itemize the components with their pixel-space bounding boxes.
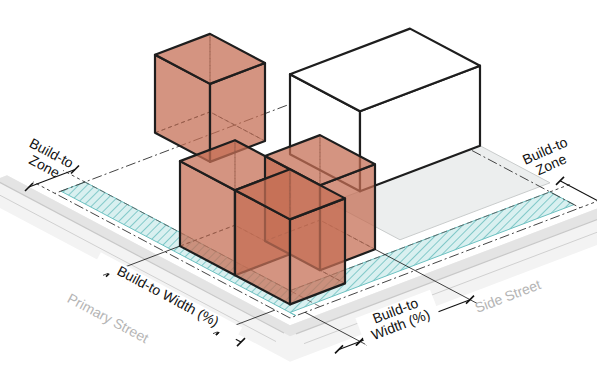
existing-building-face (290, 29, 480, 112)
upper-massing-face (155, 34, 265, 84)
extension-line (550, 184, 572, 192)
dimension-line (560, 181, 597, 205)
dimension-line-tick (556, 177, 564, 185)
extension-line (580, 199, 597, 207)
dimension-line-tick (237, 338, 245, 346)
massing-block (235, 169, 345, 304)
dimension-line-tick (335, 345, 343, 353)
massing-block-face (235, 169, 345, 219)
zone-label: Build-to Zone (10, 131, 86, 190)
extension-line (63, 170, 85, 182)
zone-label: Build-to Zone (510, 130, 586, 185)
extension-line (33, 182, 55, 194)
upper-massing (155, 34, 265, 162)
dimension-line-tick (25, 183, 33, 191)
